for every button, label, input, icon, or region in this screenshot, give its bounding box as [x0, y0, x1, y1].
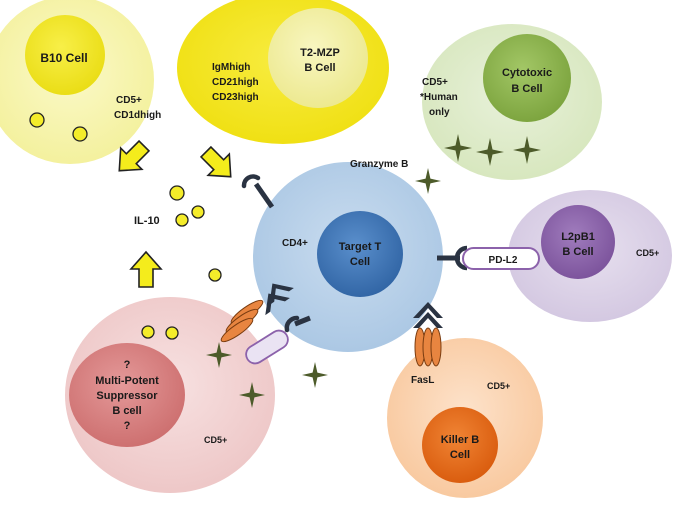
granzyme-star-icon — [513, 136, 541, 164]
cd4-label: CD4+ — [282, 238, 308, 249]
il10-dot — [208, 268, 222, 282]
il10-receptor-top — [241, 174, 275, 209]
il10-dot — [141, 325, 155, 339]
t2-mzp-label-line1: T2-MZP — [300, 47, 340, 59]
l2pb1-b-cell — [508, 190, 672, 322]
fas-receptor-bottom — [413, 302, 443, 328]
pd-l2-capsule — [462, 247, 540, 270]
t2-mzp-marker-cd23: CD23high — [212, 92, 259, 103]
target-cell-nucleus — [317, 211, 403, 297]
t2-mzp-label-line2: B Cell — [304, 62, 335, 74]
l2pb1-marker-cd5: CD5+ — [636, 248, 659, 258]
b10-cell-label: B10 Cell — [40, 51, 87, 65]
cytotoxic-cell-nucleus — [483, 34, 571, 122]
multi-cell-nucleus — [69, 343, 185, 447]
arrow-from-multi — [129, 250, 163, 288]
cytotoxic-label-line1: Cytotoxic — [502, 67, 552, 79]
pd-l2-capsule — [245, 329, 289, 365]
t2-mzp-marker-cd21: CD21high — [212, 77, 259, 88]
pd-l2-ligand — [462, 247, 540, 270]
b10-marker-cd1d: CD1dhigh — [114, 110, 161, 121]
fas-receptor-top — [265, 283, 294, 316]
pd-l2-label: PD-L2 — [489, 255, 518, 266]
il10-receptor-bottom — [284, 315, 311, 333]
cytotoxic-marker-human: *Human — [420, 92, 458, 103]
multi-label-line2: Suppressor — [96, 390, 158, 402]
il10-arrows — [118, 139, 232, 288]
granzyme-star-icon — [302, 362, 328, 388]
t2-mzp-cell — [177, 0, 389, 144]
il10-label: IL-10 — [134, 215, 160, 227]
granzyme-star-icon — [476, 138, 504, 166]
il10-free-dots — [169, 185, 222, 282]
target-cell-label-line2: Cell — [350, 256, 370, 268]
killer-label-line1: Killer B — [441, 434, 480, 446]
multi-question-bottom: ? — [124, 420, 131, 432]
pd1-receptor — [437, 245, 468, 271]
killer-b-cell — [387, 338, 543, 498]
cytotoxic-marker-cd5: CD5+ — [422, 77, 448, 88]
t2-mzp-cell-nucleus — [268, 8, 368, 108]
l2pb1-label-line2: B Cell — [562, 246, 593, 258]
pd-l2-ligand-multi — [245, 329, 289, 365]
multi-question-top: ? — [124, 359, 131, 371]
granzyme-stars — [206, 134, 541, 408]
granzyme-star-icon — [206, 342, 232, 368]
multi-potent-suppressor-cell — [65, 297, 275, 493]
arrow-from-t2mzp — [199, 145, 232, 178]
t2-mzp-marker-igm: IgMhigh — [212, 62, 250, 73]
killer-marker-cd5: CD5+ — [487, 381, 510, 391]
cytotoxic-marker-only: only — [429, 107, 450, 118]
b10-cell-nucleus — [25, 15, 105, 95]
fasl-ligand-killer — [414, 327, 442, 367]
l2pb1-cell-nucleus — [541, 205, 615, 279]
arrow-from-b10 — [118, 139, 151, 172]
target-t-cell — [253, 162, 443, 352]
granzyme-label: Granzyme B — [350, 159, 408, 170]
multi-label-line1: Multi-Potent — [95, 375, 159, 387]
killer-cell-nucleus — [422, 407, 498, 483]
il10-dot — [29, 112, 45, 128]
cytotoxic-label-line2: B Cell — [511, 83, 542, 95]
cytotoxic-b-cell — [422, 24, 602, 180]
b10-marker-cd5: CD5+ — [116, 95, 142, 106]
granzyme-star-icon — [444, 134, 472, 162]
il10-dot — [165, 326, 179, 340]
il10-dot — [175, 213, 189, 227]
multi-label-line3: B cell — [112, 405, 141, 417]
granzyme-star-icon — [239, 382, 265, 408]
fasl-ligand-multi — [220, 299, 264, 343]
multi-marker-cd5: CD5+ — [204, 435, 227, 445]
killer-label-line2: Cell — [450, 449, 470, 461]
target-cell-label-line1: Target T — [339, 241, 382, 253]
fasl-label: FasL — [411, 375, 434, 386]
il10-dot — [191, 205, 205, 219]
il10-dot — [72, 126, 88, 142]
l2pb1-label-line1: L2pB1 — [561, 231, 595, 243]
b10-cell — [0, 0, 154, 164]
granzyme-star-icon — [415, 168, 441, 194]
il10-dot — [169, 185, 185, 201]
